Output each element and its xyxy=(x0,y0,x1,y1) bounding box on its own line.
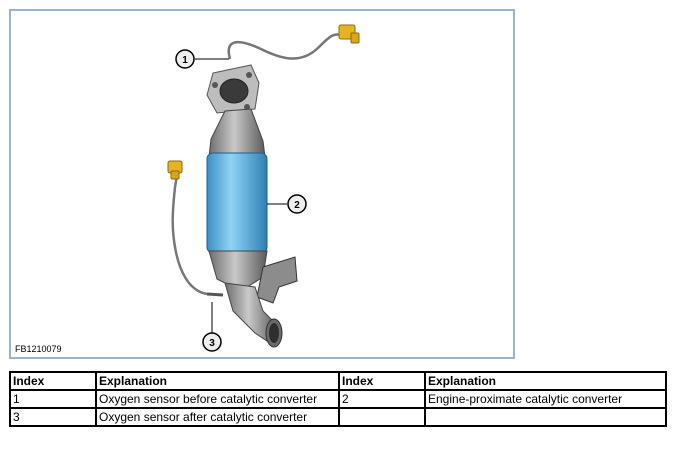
legend-header-row: Index Explanation Index Explanation xyxy=(9,371,667,391)
svg-text:2: 2 xyxy=(294,200,300,211)
lower-connector xyxy=(167,160,183,180)
index-cell: 1 xyxy=(9,389,97,409)
legend-table: Index Explanation Index Explanation 1 Ox… xyxy=(9,371,667,427)
lower-cone xyxy=(208,250,268,292)
catalytic-converter-illustration: 1 2 3 xyxy=(167,24,360,352)
explanation-cell: Engine-proximate catalytic converter xyxy=(424,389,667,409)
explanation-cell: Oxygen sensor before catalytic converter xyxy=(95,389,340,409)
lower-sensor-wire xyxy=(171,168,208,296)
header-explanation: Explanation xyxy=(95,371,340,391)
header-index: Index xyxy=(9,371,97,391)
index-cell xyxy=(338,407,426,427)
header-index: Index xyxy=(338,371,426,391)
table-row: 1 Oxygen sensor before catalytic convert… xyxy=(9,389,667,409)
upper-sensor-wire xyxy=(227,33,342,60)
upper-connector xyxy=(338,24,360,44)
table-row: 3 Oxygen sensor after catalytic converte… xyxy=(9,407,667,427)
svg-text:1: 1 xyxy=(182,55,188,66)
svg-text:3: 3 xyxy=(209,338,215,349)
upper-cone xyxy=(208,108,266,158)
callout-3: 3 xyxy=(202,332,222,352)
figure-frame: 1 2 3 FB1210079 xyxy=(9,9,515,359)
inlet-flange xyxy=(206,64,260,114)
figure-id-label: FB1210079 xyxy=(15,344,62,354)
header-explanation: Explanation xyxy=(424,371,667,391)
index-cell: 3 xyxy=(9,407,97,427)
callout-2: 2 xyxy=(287,194,307,214)
index-cell: 2 xyxy=(338,389,426,409)
explanation-cell: Oxygen sensor after catalytic converter xyxy=(95,407,340,427)
callout-1: 1 xyxy=(175,49,195,69)
explanation-cell xyxy=(424,407,667,427)
converter-body xyxy=(206,152,268,254)
